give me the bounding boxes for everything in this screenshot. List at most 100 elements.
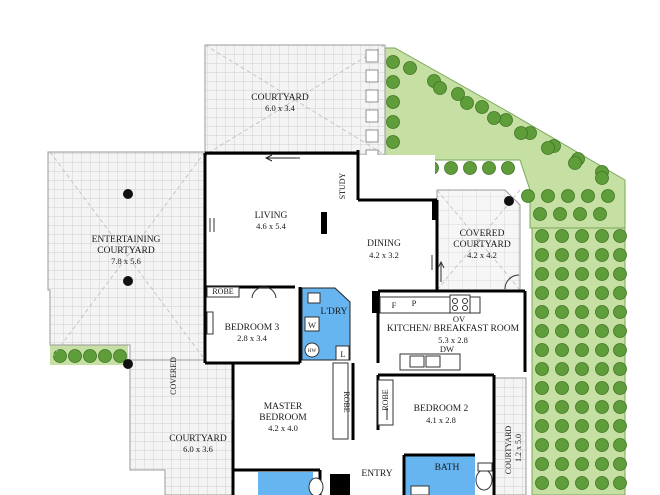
shrub bbox=[460, 96, 474, 110]
shrub bbox=[541, 189, 555, 203]
shrub bbox=[613, 438, 627, 452]
shrub bbox=[555, 381, 569, 395]
bath-fixtures bbox=[308, 462, 493, 495]
shrub bbox=[553, 207, 567, 221]
dining-size: 4.2 x 3.2 bbox=[369, 250, 399, 260]
master-robe-label: ROBE bbox=[342, 391, 351, 412]
living-label: LIVING bbox=[255, 211, 288, 221]
bedroom2-size: 4.1 x 2.8 bbox=[426, 415, 456, 425]
entertaining-size: 7.8 x 5.6 bbox=[111, 256, 141, 266]
shrub bbox=[613, 305, 627, 319]
shrub bbox=[613, 400, 627, 414]
shrub bbox=[535, 305, 549, 319]
shrub bbox=[535, 400, 549, 414]
shrub bbox=[595, 171, 609, 185]
shrub bbox=[601, 189, 615, 203]
shrub bbox=[403, 61, 417, 75]
shrub bbox=[555, 457, 569, 471]
entertaining-label-1: ENTERTAINING bbox=[92, 235, 161, 245]
shrub bbox=[386, 135, 400, 149]
shrub bbox=[514, 126, 528, 140]
shrub bbox=[68, 349, 82, 363]
shrub bbox=[535, 381, 549, 395]
covered-courtyard-label-1: COVERED bbox=[460, 229, 505, 239]
shrub bbox=[555, 400, 569, 414]
covered-label: COVERED bbox=[169, 357, 178, 395]
covered-courtyard-size: 4.2 x 4.2 bbox=[467, 250, 497, 260]
courtyard-top-size: 6.0 x 3.4 bbox=[265, 103, 296, 113]
laundry-wet-area bbox=[301, 287, 351, 361]
shrub bbox=[595, 400, 609, 414]
shrub bbox=[555, 305, 569, 319]
shrub bbox=[555, 286, 569, 300]
shrub bbox=[482, 161, 496, 175]
shrub bbox=[575, 400, 589, 414]
laundry-label: L'DRY bbox=[320, 307, 347, 317]
shrub bbox=[573, 207, 587, 221]
hot-water-label: HW bbox=[308, 349, 317, 354]
entertaining-label-2: COURTYARD bbox=[97, 246, 155, 256]
living-size: 4.6 x 5.4 bbox=[256, 221, 287, 231]
shrub bbox=[595, 324, 609, 338]
shrub bbox=[53, 349, 67, 363]
shrub bbox=[613, 324, 627, 338]
shrub bbox=[575, 248, 589, 262]
shrub bbox=[595, 419, 609, 433]
shrub bbox=[83, 349, 97, 363]
shrub bbox=[555, 229, 569, 243]
shrub bbox=[555, 248, 569, 262]
shrub bbox=[575, 324, 589, 338]
shrub bbox=[535, 267, 549, 281]
shrub bbox=[444, 161, 458, 175]
shrub bbox=[535, 286, 549, 300]
shrub bbox=[386, 95, 400, 109]
shrub bbox=[555, 362, 569, 376]
shrub bbox=[535, 229, 549, 243]
shrub bbox=[451, 87, 465, 101]
shrub bbox=[555, 324, 569, 338]
shrub bbox=[535, 324, 549, 338]
kitchen-size: 5.3 x 2.8 bbox=[438, 335, 468, 345]
master-label-2: BEDROOM bbox=[259, 413, 307, 423]
shrub bbox=[595, 267, 609, 281]
shrub bbox=[595, 438, 609, 452]
shrub bbox=[535, 248, 549, 262]
shrub bbox=[595, 305, 609, 319]
shrub bbox=[613, 229, 627, 243]
kitchen-label: KITCHEN/ BREAKFAST ROOM bbox=[387, 324, 520, 334]
shrub bbox=[575, 438, 589, 452]
shrub bbox=[595, 362, 609, 376]
courtyard-bottom-label: COURTYARD bbox=[169, 434, 227, 444]
shrub bbox=[595, 248, 609, 262]
entry-label: ENTRY bbox=[361, 469, 392, 479]
bedroom3-label: BEDROOM 3 bbox=[225, 323, 280, 333]
shrub bbox=[575, 362, 589, 376]
fixtures bbox=[206, 157, 520, 440]
shrub bbox=[98, 349, 112, 363]
shrub bbox=[487, 111, 501, 125]
shrub bbox=[595, 381, 609, 395]
shrub bbox=[575, 476, 589, 490]
shrub bbox=[575, 457, 589, 471]
shrub bbox=[575, 343, 589, 357]
bedroom2-robe-label: ROBE bbox=[381, 389, 390, 410]
shrub bbox=[535, 362, 549, 376]
shrub bbox=[561, 189, 575, 203]
shrub bbox=[535, 457, 549, 471]
shrub bbox=[433, 81, 447, 95]
bedroom2-label: BEDROOM 2 bbox=[414, 404, 469, 414]
shrub bbox=[541, 141, 555, 155]
shrub bbox=[613, 457, 627, 471]
linen-label: L bbox=[340, 349, 345, 359]
covered-courtyard-label-2: COURTYARD bbox=[453, 240, 511, 250]
shrub bbox=[575, 419, 589, 433]
shrub bbox=[595, 343, 609, 357]
shrub bbox=[535, 419, 549, 433]
dishwasher-label: DW bbox=[440, 344, 454, 354]
shrub bbox=[555, 419, 569, 433]
ensuite-wet-area bbox=[258, 472, 313, 495]
shrub bbox=[613, 362, 627, 376]
courtyard-top-diagonals bbox=[204, 44, 386, 156]
shrub bbox=[568, 156, 582, 170]
